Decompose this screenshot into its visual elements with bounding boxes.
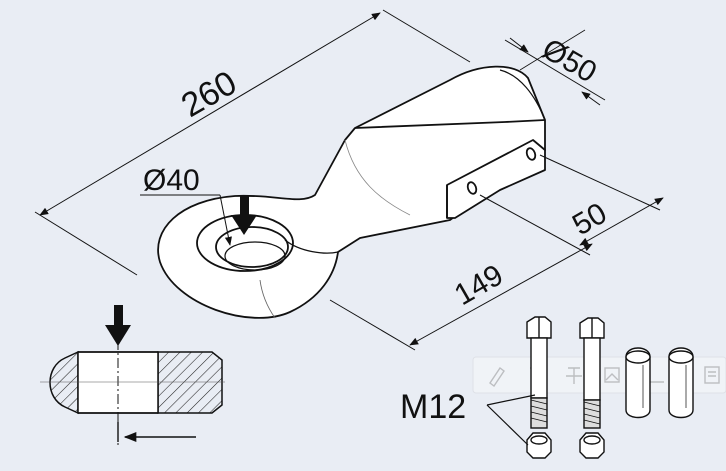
bushing — [668, 347, 694, 419]
bolt-hole — [525, 147, 537, 161]
fastener-label: M12 — [400, 388, 466, 426]
bolt — [579, 317, 605, 429]
dim-shank-diameter-label: Ø50 — [537, 32, 603, 89]
side-plate — [446, 139, 546, 219]
dim-eye-diameter-label: Ø40 — [143, 164, 200, 197]
note-icon[interactable] — [704, 366, 720, 384]
pen-icon[interactable] — [489, 366, 505, 388]
eye-bore — [215, 226, 289, 268]
m12-leader — [486, 394, 536, 446]
bushing — [625, 347, 651, 419]
dim-shank-diameter — [504, 29, 606, 106]
section-load-arrow-icon — [105, 305, 131, 346]
dim-length-label: 260 — [175, 64, 243, 125]
image-icon[interactable] — [604, 367, 620, 383]
nut — [579, 432, 605, 459]
dim-spacing-label: 149 — [449, 258, 509, 312]
dim-eye-diameter — [140, 194, 232, 246]
bolt-hole — [466, 181, 478, 195]
strikethrough-icon[interactable] — [566, 367, 582, 384]
dim-height-label: 50 — [567, 197, 612, 242]
dim-149 — [329, 243, 593, 351]
dim-260 — [34, 9, 471, 276]
bolt — [526, 316, 552, 429]
cross-section-view — [40, 340, 225, 445]
nut — [526, 432, 552, 459]
section-direction-arrow — [117, 422, 196, 443]
